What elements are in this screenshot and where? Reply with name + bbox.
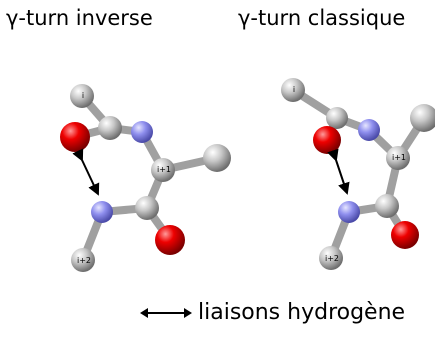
carbon-atom bbox=[410, 104, 435, 132]
atom-label-i: i bbox=[293, 85, 295, 94]
molecule-classic: i i+1 i+2 bbox=[281, 78, 435, 270]
hydrogen-bond-arrow bbox=[327, 148, 350, 195]
title-inverse-gamma-turn: γ-turn inverse bbox=[6, 6, 153, 30]
atom-label-i1: i+1 bbox=[392, 153, 406, 162]
nitrogen-atom bbox=[131, 121, 153, 143]
nitrogen-atom bbox=[91, 201, 113, 223]
carbon-atom-i2 bbox=[319, 246, 343, 270]
carbon-atom bbox=[135, 196, 159, 220]
nitrogen-atom bbox=[358, 119, 380, 141]
carbon-atom-i1 bbox=[151, 158, 175, 182]
atom-label-i2: i+2 bbox=[325, 254, 339, 263]
carbon-atom-i bbox=[70, 84, 94, 108]
carbon-atom bbox=[98, 116, 122, 140]
oxygen-atom bbox=[391, 221, 419, 249]
carbon-atom-i1 bbox=[386, 146, 410, 170]
carbon-atom bbox=[326, 107, 348, 129]
atom-label-i: i bbox=[82, 91, 84, 100]
atom-label-i1: i+1 bbox=[157, 165, 171, 174]
title-classic-gamma-turn: γ-turn classique bbox=[238, 6, 406, 30]
hydrogen-bond-arrow bbox=[72, 148, 100, 196]
molecule-inverse: i i+1 i+2 bbox=[60, 84, 231, 272]
oxygen-atom bbox=[60, 122, 90, 152]
carbon-atom bbox=[203, 144, 231, 172]
double-arrow-icon bbox=[140, 307, 192, 318]
nitrogen-atom bbox=[338, 201, 360, 223]
bonds bbox=[71, 92, 221, 264]
oxygen-atom bbox=[313, 126, 341, 154]
oxygen-atom bbox=[155, 225, 185, 255]
legend-label: liaisons hydrogène bbox=[198, 300, 406, 325]
legend: liaisons hydrogène bbox=[140, 300, 405, 325]
atom-label-i2: i+2 bbox=[77, 256, 91, 265]
carbon-atom-i bbox=[281, 78, 305, 102]
carbon-atom-i2 bbox=[71, 248, 95, 272]
carbon-atom bbox=[375, 194, 399, 218]
